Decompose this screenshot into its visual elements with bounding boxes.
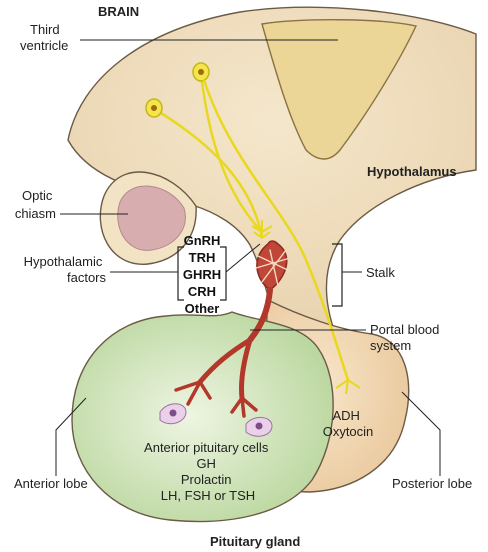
stalk-label: Stalk [366,265,395,280]
neuron-3 [202,79,361,395]
posterior-lobe-label: Posterior lobe [392,476,472,491]
pituitary-cell-2 [245,417,273,437]
third-ventricle-label: Third ventricle [20,22,68,53]
anterior-lobe-label: Anterior lobe [14,476,88,491]
portal-blood-vessels [174,240,293,418]
optic-chiasm-label: Optic chiasm [15,188,56,221]
third-ventricle-shape [261,19,418,160]
leader-anterior-lobe [55,397,87,476]
adh-oxytocin-label: ADH Oxytocin [323,408,374,439]
factor-trh: TRH [189,250,216,265]
factor-gnrh: GnRH [184,233,221,248]
stalk-bracket [332,243,343,307]
anterior-lobe-shape [71,311,334,523]
hypothalamic-factors-label: Hypothalamic factors [24,254,107,285]
neuron-2 [145,98,271,239]
portal-blood-system-label: Portal blood system [370,322,443,353]
factor-other: Other [185,301,220,316]
optic-chiasm-inner [117,185,186,251]
factor-bracket [177,246,227,301]
factor-crh: CRH [188,284,216,299]
pituitary-gland-label: Pituitary gland [210,534,300,549]
hypothalamus-label: Hypothalamus [367,164,457,179]
factor-list: GnRH TRH GHRH CRH Other [183,233,221,316]
anterior-cells-label: Anterior pituitary cells GH Prolactin LH… [144,440,272,503]
factor-ghrh: GHRH [183,267,221,282]
brain-label: BRAIN [98,4,139,19]
leader-posterior-lobe [401,391,441,476]
leader-factor-to-stalk [225,243,261,273]
pituitary-cell-1 [159,403,187,425]
